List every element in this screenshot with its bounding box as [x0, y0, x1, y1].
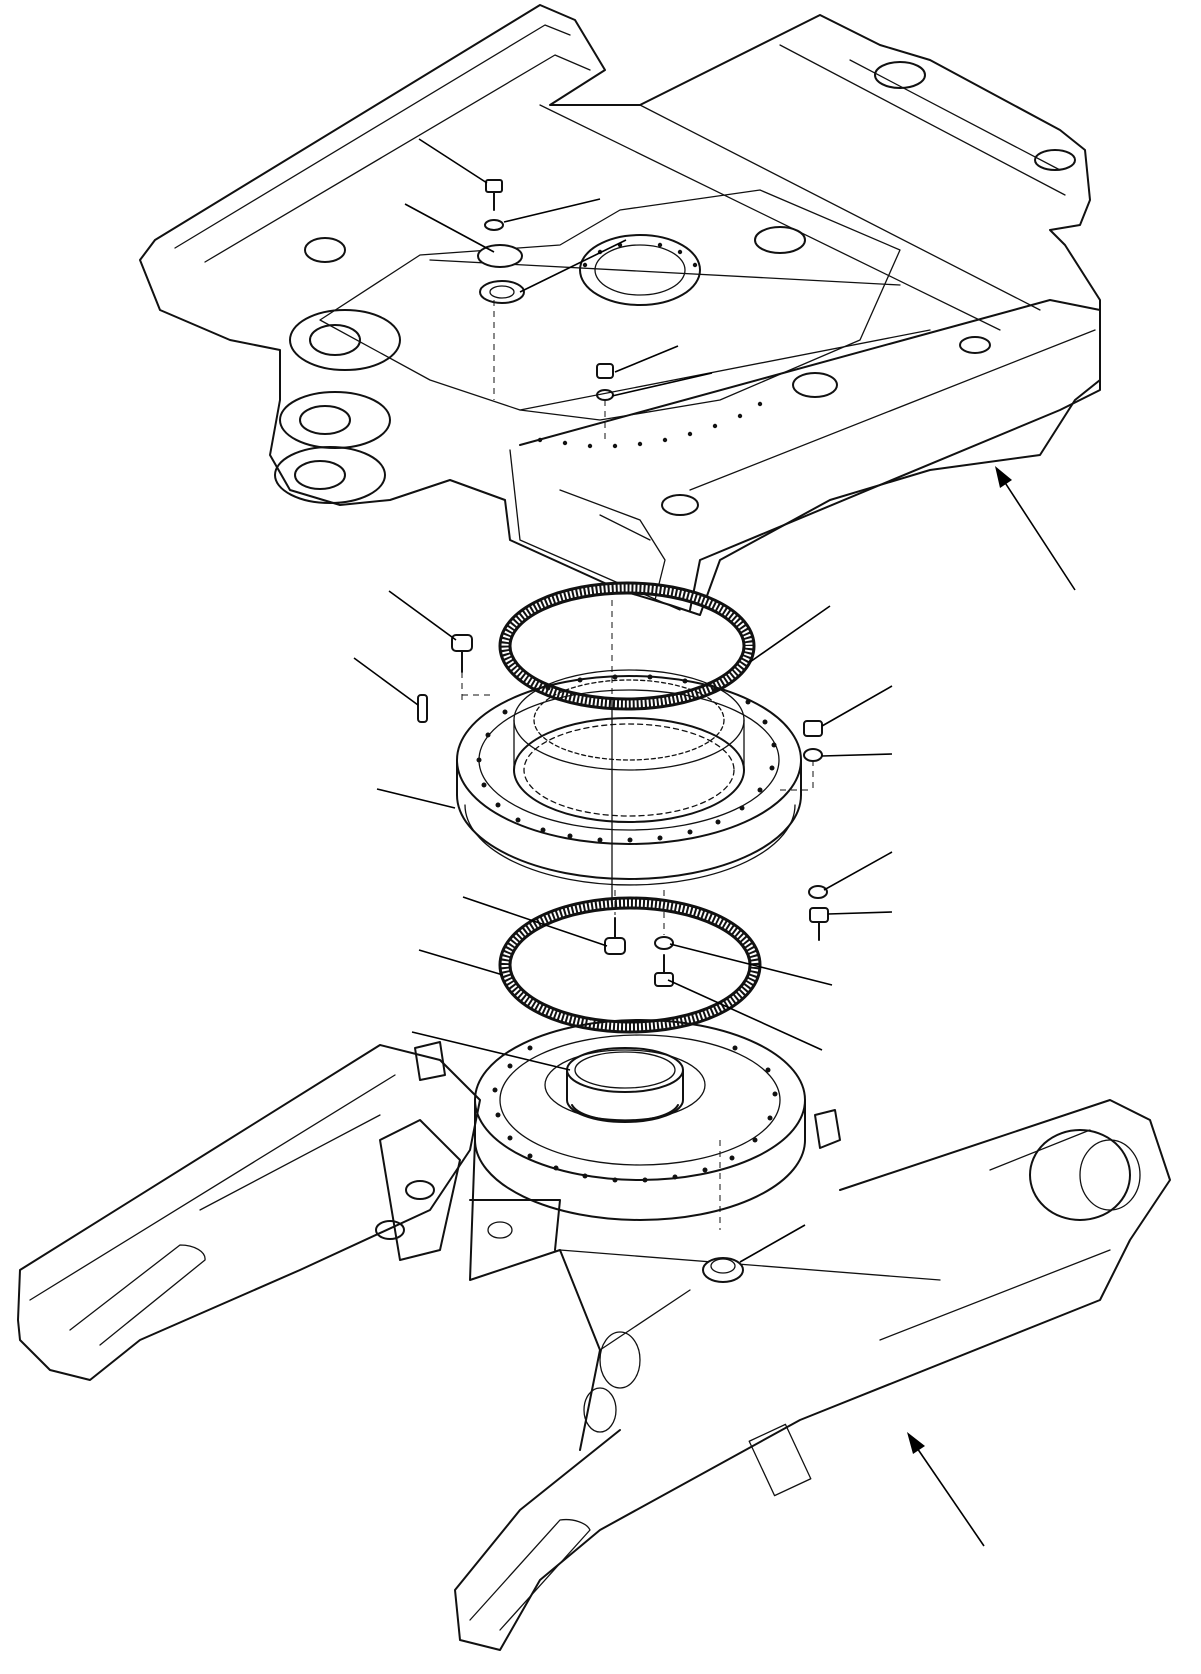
- frame-bolt-holes: [537, 242, 763, 449]
- lower-washer: [808, 885, 828, 899]
- frame-nut: [596, 363, 614, 379]
- cover-bolt: [485, 179, 503, 211]
- circle-washer: [803, 748, 823, 762]
- center-bolt: [604, 917, 626, 955]
- track-frame: [17, 1019, 1171, 1651]
- swing-circle: [456, 669, 802, 886]
- lower-seal-ring: [498, 896, 762, 1034]
- circle-nut: [803, 720, 823, 737]
- cover-gasket: [479, 280, 525, 304]
- revolving-frame: [139, 4, 1101, 616]
- center-bolt-2: [654, 954, 674, 987]
- track-frame-bolt-holes: [492, 1045, 778, 1183]
- circle-bolt: [451, 634, 473, 673]
- swing-circle-bolt-holes: [476, 674, 777, 843]
- lower-bolt: [809, 907, 829, 941]
- cover-washer: [484, 219, 504, 231]
- cover-plate: [477, 244, 523, 268]
- upper-seal-ring: [498, 581, 756, 711]
- lower-view-arrow: [907, 1432, 985, 1547]
- dowel-pin: [417, 694, 428, 723]
- upper-view-arrow: [995, 466, 1076, 591]
- grease-nipple: [702, 1257, 744, 1283]
- center-washer: [654, 936, 674, 950]
- center-swivel-seal: [566, 1047, 684, 1123]
